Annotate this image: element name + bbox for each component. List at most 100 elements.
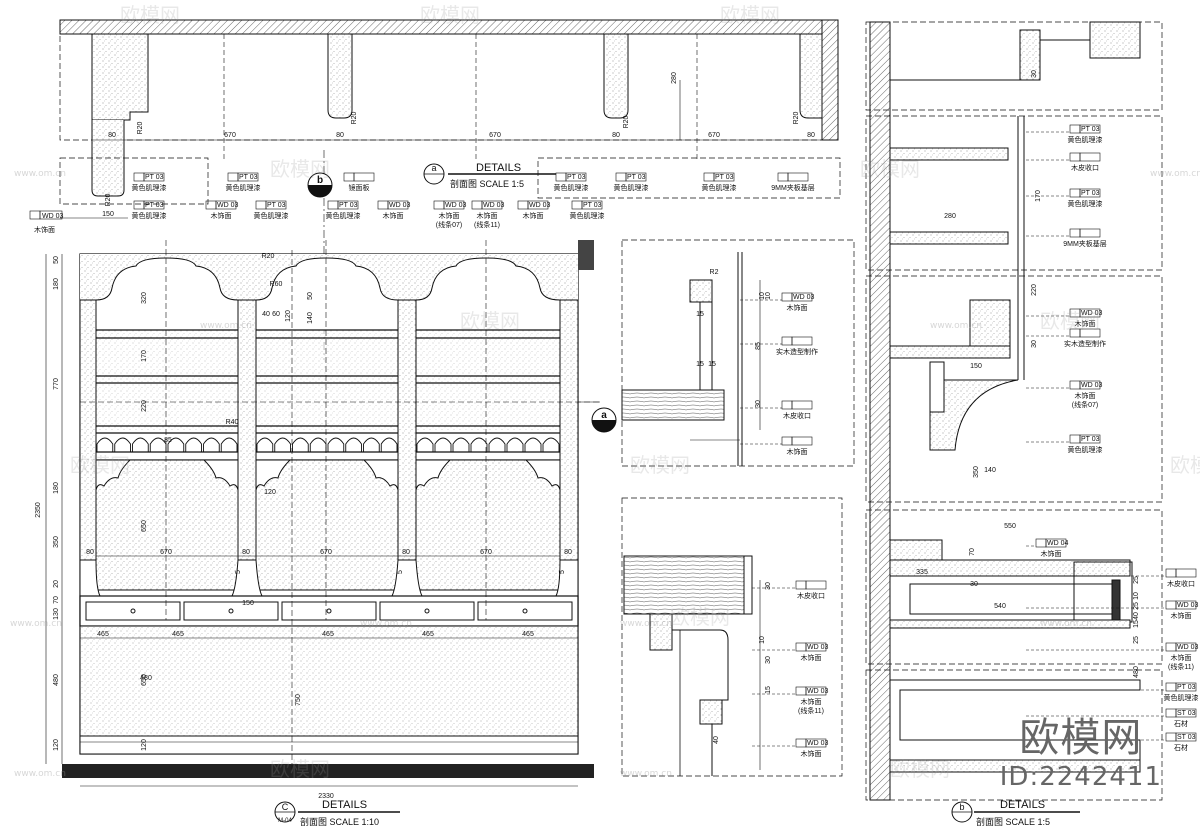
detail-a-dimension: 15 xyxy=(696,361,704,368)
detail-a-dimension: 10 xyxy=(765,292,772,300)
watermark-url: www.om.cn xyxy=(620,769,672,779)
detail-b-dimension: 540 xyxy=(994,603,1006,610)
svg-text:黄色肌理漆: 黄色肌理漆 xyxy=(1068,199,1103,208)
mini-arch xyxy=(256,437,274,452)
top-post-2 xyxy=(327,33,353,119)
bay-width-dimension: 670 xyxy=(160,549,172,556)
mini-arch xyxy=(274,437,291,452)
svg-text:黄色肌理漆: 黄色肌理漆 xyxy=(226,183,261,192)
detail-b-dimension: 280 xyxy=(944,213,956,220)
left-dimension: 350 xyxy=(53,536,60,548)
mini-arch-band xyxy=(96,437,560,452)
svg-text:木饰面: 木饰面 xyxy=(801,749,822,758)
detail-b-dimension: 30 xyxy=(1031,70,1038,78)
svg-text:DETAILS: DETAILS xyxy=(322,799,367,811)
detail-a-dimension: 30 xyxy=(755,400,762,408)
svg-text:WD 03: WD 03 xyxy=(483,202,505,209)
svg-text:WD 03: WD 03 xyxy=(1081,382,1103,389)
svg-text:实木造型制作: 实木造型制作 xyxy=(1064,339,1106,348)
watermark-text: 欧模网 xyxy=(120,3,180,27)
watermark-text: 欧模网 xyxy=(460,309,520,333)
radius-label: R20 xyxy=(623,115,630,128)
watermark-brand: 欧模网 ID:2242411 xyxy=(1000,718,1162,790)
svg-text:PT 03: PT 03 xyxy=(567,174,586,181)
detail-a-callout: 木皮收口 xyxy=(781,400,813,420)
svg-text:黄色肌理漆: 黄色肌理漆 xyxy=(1068,445,1103,454)
svg-text:PT 03: PT 03 xyxy=(1081,190,1100,197)
svg-text:木饰面: 木饰面 xyxy=(383,211,404,220)
svg-text:ST 03: ST 03 xyxy=(1177,710,1196,717)
top-callouts: PT 03黄色肌理漆PT 03黄色肌理漆镜面板PT 03黄色肌理漆PT 03黄色… xyxy=(132,172,815,192)
svg-text:黄色肌理漆: 黄色肌理漆 xyxy=(326,211,361,220)
radius-label: R20 xyxy=(137,121,144,134)
drawer xyxy=(183,601,279,621)
drawer-knob xyxy=(130,608,136,614)
detail-b-callout: 木皮收口 xyxy=(1069,152,1101,172)
svg-text:b: b xyxy=(959,802,964,812)
svg-text:(线条11): (线条11) xyxy=(1168,662,1194,671)
svg-text:PT 03: PT 03 xyxy=(583,202,602,209)
detail-lower-dimension: 15 xyxy=(765,686,772,694)
detail-a-dimension: 15 xyxy=(696,311,704,318)
detail-b-dimension: 30 xyxy=(1031,340,1038,348)
svg-text:PT 03: PT 03 xyxy=(1177,684,1196,691)
detail-b-dimension: 30 xyxy=(970,581,978,588)
detail-b-dimension: 25 xyxy=(1133,636,1140,644)
inner-dimension: 220 xyxy=(141,400,148,412)
svg-text:石材: 石材 xyxy=(1174,743,1188,752)
mini-arch xyxy=(327,437,345,452)
misc-dimension: 40 xyxy=(262,311,270,318)
svg-text:黄色肌理漆: 黄色肌理漆 xyxy=(1068,135,1103,144)
svg-text:木皮收口: 木皮收口 xyxy=(783,411,811,420)
misc-dimension: 120 xyxy=(264,489,276,496)
drawer-knob xyxy=(228,608,234,614)
watermark-text: 欧模网 xyxy=(720,3,780,27)
left-dimension: 770 xyxy=(53,378,60,390)
detail-b-callout: 木皮收口 xyxy=(1165,568,1197,588)
svg-text:黄色肌理漆: 黄色肌理漆 xyxy=(254,211,289,220)
detail-a-callout: 实木造型制作 xyxy=(776,336,818,356)
detail-b-dimension: 140 xyxy=(984,467,996,474)
mini-arch xyxy=(96,437,114,452)
svg-text:ST 03: ST 03 xyxy=(1177,734,1196,741)
inner-dimension: 650 xyxy=(141,520,148,532)
svg-text:(线条11): (线条11) xyxy=(798,706,824,715)
mini-arch xyxy=(363,437,380,452)
detail-b-dimension: 25 xyxy=(1133,602,1140,610)
top-post-4 xyxy=(799,33,823,119)
title-a-subtitle: 剖面图 SCALE 1:5 xyxy=(450,178,524,189)
svg-text:PT 03: PT 03 xyxy=(145,174,164,181)
top-dimension: 670 xyxy=(489,132,501,139)
svg-text:木皮收口: 木皮收口 xyxy=(1071,163,1099,172)
svg-text:WD 03: WD 03 xyxy=(42,213,64,220)
mini-arch xyxy=(132,437,149,452)
top-callout: 镜面板 xyxy=(343,172,375,192)
misc-dimension: 650 xyxy=(141,674,148,686)
left-dimension: 20 xyxy=(53,580,60,588)
misc-dimension: 50 xyxy=(307,292,314,300)
post-width-dimension: 80 xyxy=(402,549,410,556)
svg-text:石材: 石材 xyxy=(1174,719,1188,728)
left-dimension: 120 xyxy=(53,739,60,751)
watermark-text: 欧模网 xyxy=(70,453,130,477)
detail-b-dimension: 10 xyxy=(1133,592,1140,600)
watermark-url: www.om.cn xyxy=(1150,169,1200,179)
mini-arch xyxy=(114,437,131,452)
svg-text:黄色肌理漆: 黄色肌理漆 xyxy=(132,211,167,220)
radius-label: R2 xyxy=(710,269,719,276)
watermark-text: 欧模网 xyxy=(630,453,690,477)
drawer-knob xyxy=(326,608,332,614)
